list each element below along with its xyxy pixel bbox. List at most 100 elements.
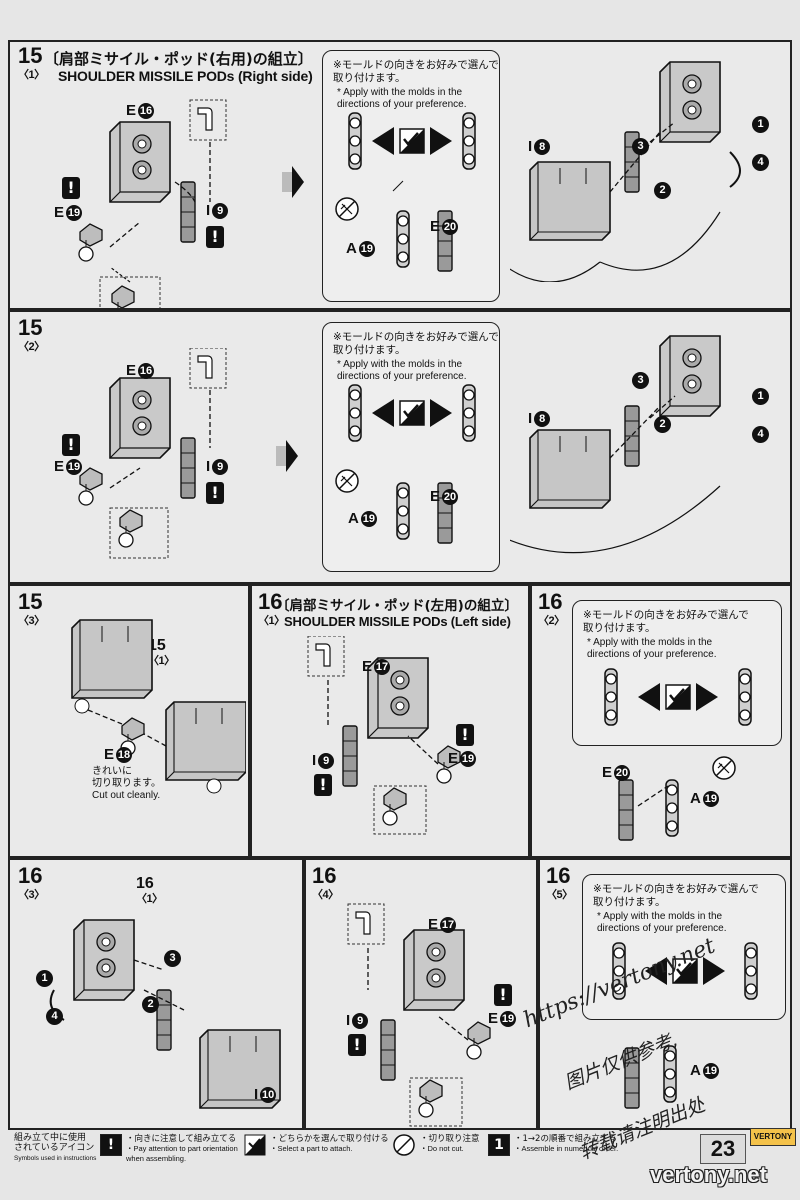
order-icon: 1: [488, 1134, 510, 1156]
legend-nocut-text: ・切り取り注意・Do not cut.: [420, 1134, 480, 1153]
assembly-diagram: [347, 903, 491, 1127]
caution-icon: !: [494, 984, 512, 1006]
assembly-diagram-left: [78, 99, 227, 308]
assembly-diagram: [71, 619, 246, 794]
step-number: 15: [18, 315, 43, 340]
caution-icon: !: [206, 482, 224, 504]
next-arrow: [276, 440, 298, 472]
legend-order-text: ・1→2の順番で組み立てる・Assemble in numerical orde…: [514, 1134, 619, 1153]
next-arrow: [282, 166, 304, 198]
order-number-4: 4: [752, 426, 769, 443]
order-number-1: 1: [752, 388, 769, 405]
panel-step-16-1: 16 〈1〉 〔肩部ミサイル・ポッド(左用)の組立〕 SHOULDER MISS…: [250, 584, 530, 858]
substep-number: 〈2〉: [18, 341, 45, 353]
step-title-ja: 〔肩部ミサイル・ポッド(左用)の組立〕: [276, 598, 518, 614]
assembly-diagram-left: [78, 348, 227, 559]
caution-icon: !: [456, 724, 474, 746]
cut-cleanly-note: きれいに切り取ります。Cut out cleanly.: [92, 766, 161, 801]
step-title-en: SHOULDER MISSILE PODs (Right side): [58, 68, 313, 84]
assembly-diagram-right: [510, 61, 741, 282]
note-ja: ※モールドの向きをお好みで選んで取り付けます。: [593, 883, 759, 908]
step-number: 16: [18, 863, 43, 888]
order-number-2: 2: [654, 182, 671, 199]
substep-number: 〈5〉: [546, 889, 573, 901]
order-number-2: 2: [142, 996, 159, 1013]
brand-badge: VERTONY: [750, 1128, 796, 1146]
order-number-3: 3: [164, 950, 181, 967]
caution-icon: !: [314, 774, 332, 796]
caution-icon: !: [62, 177, 80, 199]
reference-substep: 〈1〉: [148, 655, 175, 667]
step-number: 15: [18, 43, 43, 68]
caution-icon: !: [348, 1034, 366, 1056]
assembly-diagram-right: [510, 335, 721, 554]
note-ja: ※モールドの向きをお好みで選んで取り付けます。: [583, 609, 749, 634]
step-number: 16: [538, 589, 563, 614]
panel-step-16-5: 16 〈5〉 ※モールドの向きをお好みで選んで取り付けます。 * Apply w…: [538, 858, 792, 1130]
step-number: 16: [546, 863, 571, 888]
step-title-ja: 〔肩部ミサイル・ポッド(右用)の組立〕: [44, 50, 313, 68]
mold-orientation-note: ※モールドの向きをお好みで選んで取り付けます。 * Apply with the…: [582, 874, 786, 1020]
order-number-4: 4: [46, 1008, 63, 1025]
step-title-en: SHOULDER MISSILE PODs (Left side): [284, 614, 511, 629]
substep-number: 〈2〉: [538, 615, 565, 627]
order-number-1: 1: [752, 116, 769, 133]
substep-number: 〈1〉: [258, 615, 285, 627]
reference-step: 16: [136, 875, 154, 892]
substep-number: 〈4〉: [312, 889, 339, 901]
substep-number: 〈3〉: [18, 615, 45, 627]
step-number: 15: [18, 589, 43, 614]
reference-substep: 〈1〉: [136, 893, 163, 905]
assembly-diagram: [618, 756, 736, 841]
no-cut-icon: [393, 1134, 415, 1156]
order-number-4: 4: [752, 154, 769, 171]
note-ja: ※モールドの向きをお好みで選んで取り付けます。: [333, 59, 499, 84]
choose-diagram: [335, 112, 476, 272]
mold-orientation-note: ※モールドの向きをお好みで選んで取り付けます。 * Apply with the…: [572, 600, 782, 746]
substep-number: 〈3〉: [18, 889, 45, 901]
order-number-2: 2: [654, 416, 671, 433]
watermark-site: vertony.net: [650, 1162, 767, 1187]
caution-icon: !: [100, 1134, 122, 1156]
choose-diagram: [335, 384, 476, 544]
caution-icon: !: [62, 434, 80, 456]
legend-caution-text: ・向きに注意して組み立てる・Pay attention to part orie…: [126, 1134, 238, 1163]
order-number-3: 3: [632, 372, 649, 389]
caution-icon: !: [206, 226, 224, 248]
panel-step-15-1: 15 〈1〉 〔肩部ミサイル・ポッド(右用)の組立〕 SHOULDER MISS…: [8, 40, 792, 310]
order-number-3: 3: [632, 138, 649, 155]
step-number: 16: [312, 863, 337, 888]
choose-icon: [244, 1134, 266, 1156]
panel-step-16-2: 16 〈2〉 ※モールドの向きをお好みで選んで取り付けます。 * Apply w…: [530, 584, 792, 858]
